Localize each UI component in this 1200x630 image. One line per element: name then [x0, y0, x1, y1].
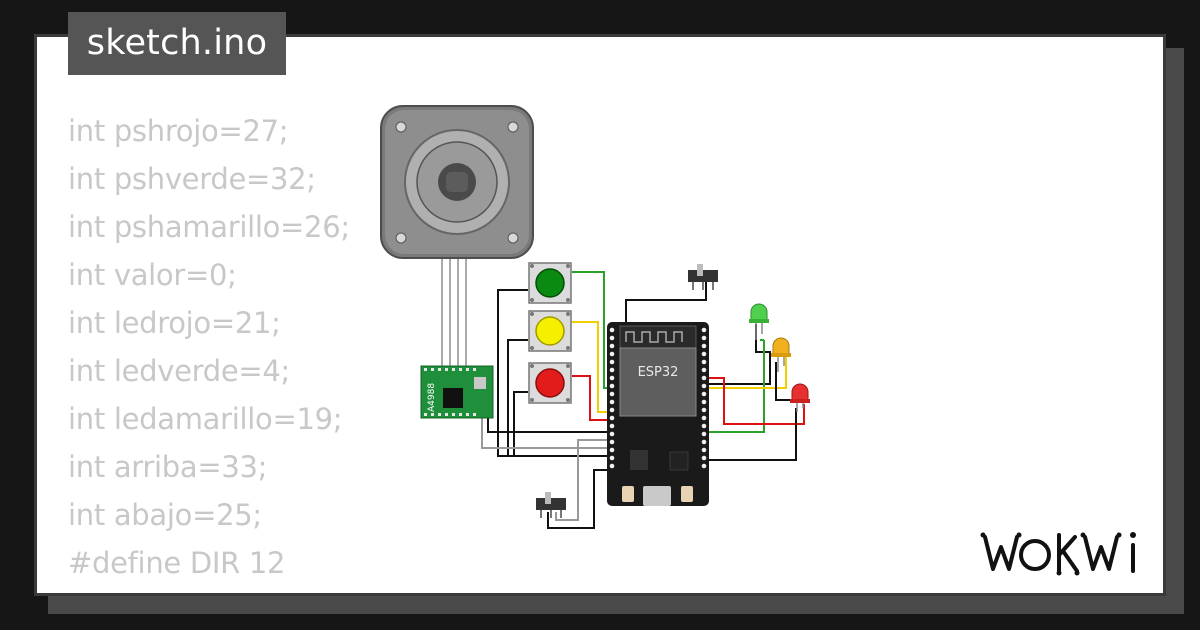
code-line: int ledamarillo=19;	[68, 402, 343, 436]
preview-card: int pshrojo=27; int pshverde=32; int psh…	[34, 34, 1166, 596]
led-green	[749, 303, 769, 340]
wire-buttons-common	[497, 289, 614, 457]
pushbutton-red[interactable]	[528, 362, 572, 404]
pushbutton-green[interactable]	[528, 262, 572, 304]
stepper-motor	[380, 105, 534, 259]
stepper-leads	[441, 258, 467, 368]
wire-yellow-button	[572, 321, 614, 413]
code-line: int ledrojo=21;	[68, 306, 281, 340]
wire-led-green	[706, 339, 765, 433]
wire-led-gnd	[706, 362, 797, 461]
esp32-board: ESP32	[607, 322, 709, 506]
code-line: int valor=0;	[68, 258, 237, 292]
led-red	[790, 383, 810, 412]
code-line: int arriba=33;	[68, 450, 268, 484]
code-line: int pshverde=32;	[68, 162, 316, 196]
wire-led-red	[706, 377, 805, 425]
wire-led-green-gnd	[706, 324, 771, 385]
pushbutton-yellow[interactable]	[528, 310, 572, 352]
code-line: int ledverde=4;	[68, 354, 291, 388]
slide-switch-bottom[interactable]	[536, 492, 566, 518]
wire-switch-bottom-a	[547, 469, 612, 529]
driver-label: A4988	[427, 383, 437, 412]
code-snippet: int pshrojo=27; int pshverde=32; int psh…	[68, 107, 350, 593]
wire-red-button	[572, 375, 614, 421]
board-label: ESP32	[638, 365, 679, 380]
wokwi-logo	[980, 532, 1136, 576]
wire-switch-bottom-b	[555, 439, 612, 521]
slide-switch-top[interactable]	[688, 264, 718, 290]
circuit-diagram: A4988	[380, 105, 810, 529]
file-tab-label: sketch.ino	[68, 12, 286, 75]
code-line: #define DIR 12	[68, 546, 286, 580]
code-line: int pshamarillo=26;	[68, 210, 350, 244]
code-line: int abajo=25;	[68, 498, 262, 532]
wire-led-orange	[706, 356, 787, 389]
led-orange	[771, 337, 791, 372]
code-line: int pshrojo=27;	[68, 114, 289, 148]
a4988-driver: A4988	[420, 365, 494, 419]
